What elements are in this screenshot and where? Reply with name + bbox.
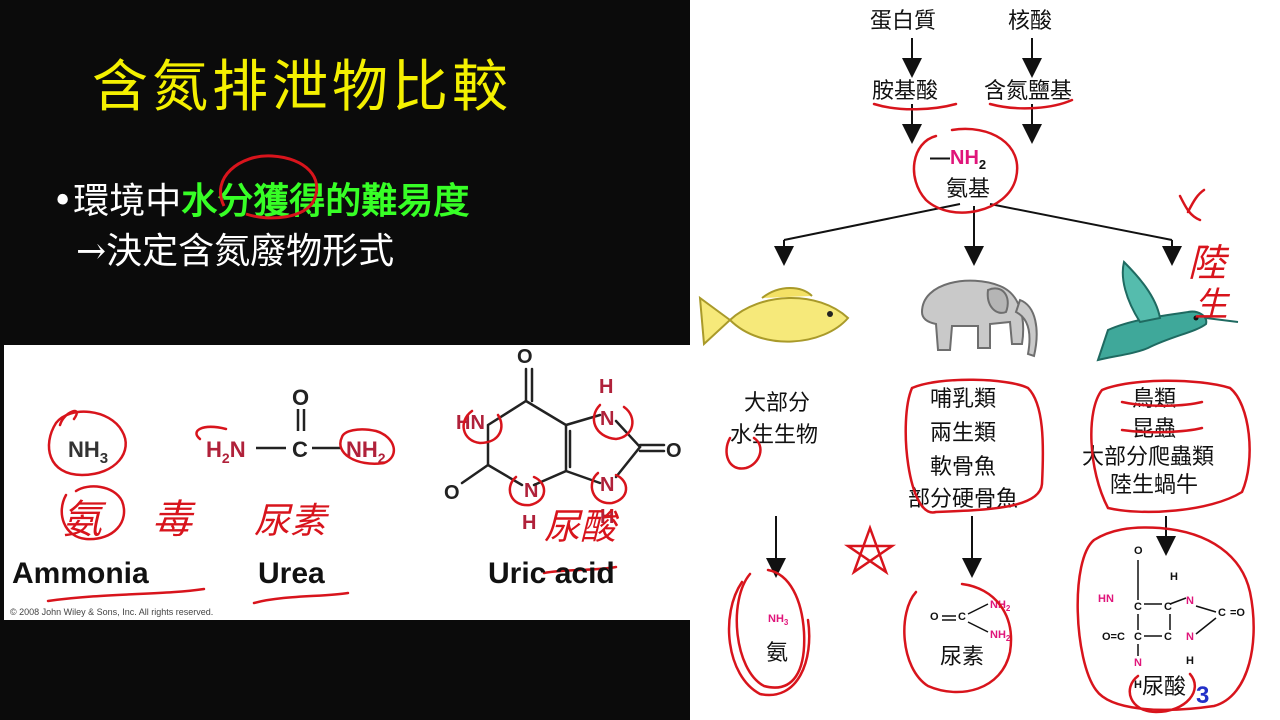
- svg-text:O=C: O=C: [1102, 631, 1125, 643]
- svg-text:O: O: [930, 611, 939, 623]
- bullet-line-2: →決定含氮廢物形式: [76, 231, 395, 272]
- group-3-line-3: 大部分爬蟲類: [1082, 445, 1214, 470]
- handwritten-life: 生: [1194, 285, 1231, 325]
- svg-text:C: C: [1164, 631, 1172, 643]
- svg-text:H: H: [1134, 679, 1142, 691]
- svg-text:H: H: [1186, 655, 1194, 667]
- svg-text:N: N: [1186, 631, 1194, 643]
- svg-text:NH2: NH2: [346, 437, 386, 466]
- svg-text:N: N: [600, 408, 614, 430]
- svg-text:C: C: [292, 437, 308, 462]
- svg-text:=O: =O: [1230, 607, 1245, 619]
- svg-text:H: H: [600, 506, 614, 528]
- slide-title: 含氮排泄物比較: [92, 55, 512, 120]
- group-3-line-2: 昆蟲: [1132, 417, 1176, 442]
- svg-text:H2N: H2N: [206, 437, 246, 466]
- handwritten-uric-acid: 尿酸: [544, 507, 620, 548]
- svg-text:HN: HN: [456, 412, 485, 434]
- svg-text:O: O: [444, 482, 460, 504]
- group-2-line-3: 軟骨魚: [930, 455, 996, 480]
- flow-diagram: 蛋白質 核酸 胺基酸 含氮鹽基 —NH2 氨基 大部分 水生生物 哺乳類: [698, 9, 1255, 714]
- svg-text:C: C: [1218, 607, 1226, 619]
- uric-acid-structure: HN N H H N N H O O O: [444, 346, 682, 534]
- molecule-panel: NH3 H2N C O NH2 HN N H H N N H O O O: [4, 345, 690, 620]
- product-urea-label: 尿素: [940, 645, 984, 670]
- svg-text:H: H: [1170, 571, 1178, 583]
- caption-uric-acid: Uric acid: [488, 557, 615, 590]
- svg-text:HN: HN: [1098, 593, 1114, 605]
- bullet-highlight: 水分: [181, 180, 254, 222]
- amino-group-label: 氨基: [946, 177, 990, 202]
- source-nucleic-acid: 核酸: [1008, 9, 1052, 34]
- svg-text:O: O: [666, 440, 682, 462]
- highlight-circle-annotation: [218, 154, 319, 220]
- group-2-line-2: 兩生類: [930, 421, 996, 446]
- svg-text:—NH2: —NH2: [930, 147, 986, 172]
- fish-icon: [698, 287, 850, 347]
- precursor-amino-acid: 胺基酸: [872, 79, 938, 104]
- product-uric-acid-label: 尿酸: [1142, 675, 1186, 700]
- handwritten-poison: 毒: [152, 497, 196, 543]
- group-3-line-4: 陸生蝸牛: [1110, 473, 1198, 498]
- precursor-nitrogenous-base: 含氮鹽基: [984, 79, 1072, 104]
- molecule-structures: NH3 H2N C O NH2 HN N H H N N H O O O: [46, 346, 682, 605]
- caption-urea: Urea: [258, 557, 325, 590]
- flow-diagram-panel: 蛋白質 核酸 胺基酸 含氮鹽基 —NH2 氨基 大部分 水生生物 哺乳類: [690, 0, 1280, 720]
- svg-text:H: H: [522, 512, 536, 534]
- product-ammonia-label: 氨: [766, 641, 788, 666]
- svg-text:H: H: [599, 376, 613, 398]
- svg-text:O: O: [292, 385, 309, 410]
- ammonia-structure: NH3: [68, 437, 108, 467]
- handwritten-ammonia: 氨: [62, 497, 107, 543]
- page-number: 3: [1196, 682, 1210, 709]
- handwritten-land: 陸: [1188, 241, 1230, 285]
- handwritten-urea: 尿素: [254, 501, 330, 542]
- svg-text:NH2: NH2: [990, 629, 1011, 643]
- caption-ammonia: Ammonia: [12, 557, 149, 590]
- svg-text:C: C: [1134, 601, 1142, 613]
- group-1-line-2: 水生生物: [730, 423, 818, 448]
- group-2-line-1: 哺乳類: [930, 387, 996, 412]
- bullet-text: •環境中水分獲得的難易度 →決定含氮廢物形式: [52, 176, 469, 277]
- svg-text:O: O: [1134, 545, 1143, 557]
- urea-structure: H2N C O NH2: [206, 385, 386, 466]
- svg-text:C: C: [1134, 631, 1142, 643]
- svg-text:O: O: [517, 346, 533, 368]
- source-protein: 蛋白質: [870, 9, 936, 34]
- elephant-icon: [920, 279, 1038, 358]
- hummingbird-icon: [1096, 260, 1239, 362]
- svg-text:NH3: NH3: [68, 437, 108, 467]
- svg-text:N: N: [600, 474, 614, 496]
- svg-text:N: N: [1134, 657, 1142, 669]
- handwritten-annotations: [46, 403, 634, 605]
- copyright-text: © 2008 John Wiley & Sons, Inc. All right…: [10, 607, 214, 617]
- svg-text:C: C: [958, 611, 966, 623]
- svg-text:C: C: [1164, 601, 1172, 613]
- group-1-line-1: 大部分: [744, 391, 810, 416]
- bullet-prefix: •環境中: [52, 181, 182, 222]
- svg-text:NH3: NH3: [768, 613, 789, 627]
- group-3-line-1: 鳥類: [1132, 387, 1176, 412]
- svg-text:N: N: [1186, 595, 1194, 607]
